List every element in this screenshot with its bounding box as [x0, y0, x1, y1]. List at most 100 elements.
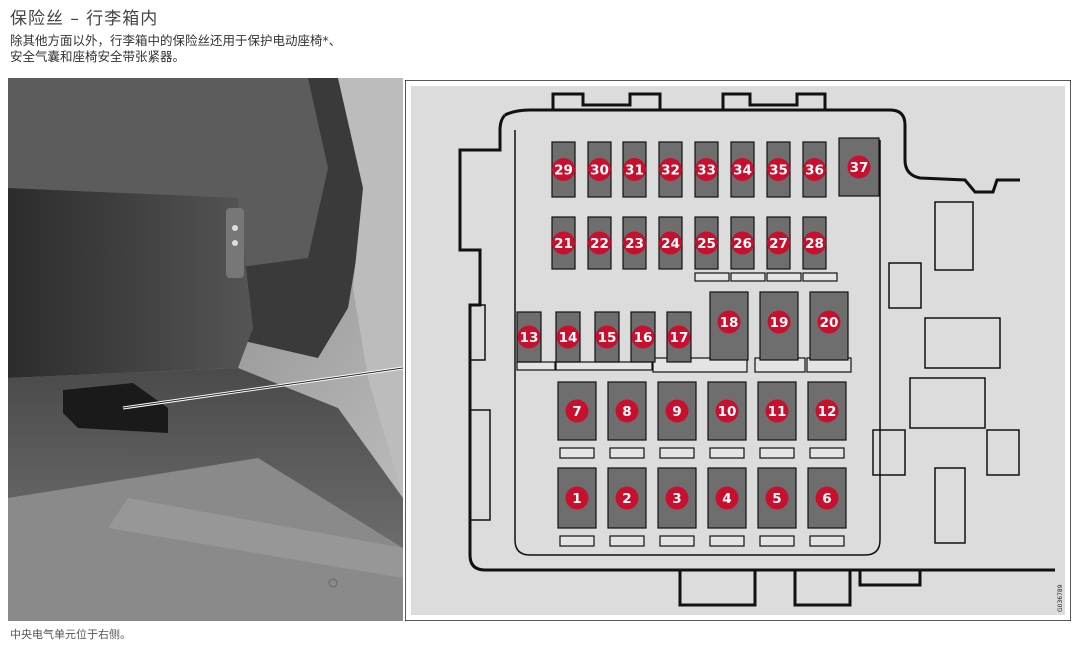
fuse-number: 4	[722, 491, 731, 507]
housing-outline	[458, 113, 1055, 572]
fuse-28: 28	[802, 216, 827, 270]
fuse-number: 8	[622, 404, 631, 420]
spacer	[766, 272, 802, 282]
fuse-12: 12	[807, 381, 847, 441]
fuse-marker	[552, 158, 575, 181]
fuse-marker	[715, 399, 739, 423]
spacer	[759, 535, 795, 547]
left-bracket	[470, 304, 491, 521]
fuse-number: 37	[850, 160, 869, 176]
fuse-18: 18	[709, 291, 749, 361]
spacer	[694, 272, 730, 282]
spacer	[555, 361, 653, 371]
fuse-marker	[717, 310, 741, 334]
fuse-marker	[623, 158, 646, 181]
fuse-marker	[817, 310, 841, 334]
fuse-number: 19	[770, 315, 789, 331]
fuse-19: 19	[759, 291, 799, 361]
fuse-23: 23	[622, 216, 647, 270]
spacer	[759, 447, 795, 459]
fuse-17: 17	[666, 311, 692, 363]
fuse-26: 26	[730, 216, 755, 270]
fuse-number: 30	[590, 163, 609, 179]
spacer	[709, 535, 745, 547]
fuse-number: 34	[733, 163, 752, 179]
fuse-number: 13	[520, 330, 539, 346]
fuse-number: 6	[822, 491, 831, 507]
fuse-number: 32	[661, 163, 680, 179]
fuse-marker	[695, 158, 718, 181]
fuse-marker	[847, 155, 871, 179]
fuse-number: 16	[634, 330, 653, 346]
fuse-number: 3	[672, 491, 681, 507]
fuse-number: 22	[590, 236, 609, 252]
fuse-marker	[715, 486, 739, 510]
fuse-11: 11	[757, 381, 797, 441]
fuse-32: 32	[658, 141, 683, 198]
housing-bottom-tabs	[678, 570, 922, 607]
fuse-number: 10	[718, 404, 737, 420]
housing-inner	[514, 130, 881, 556]
fuse-29: 29	[551, 141, 576, 198]
fuse-21: 21	[551, 216, 576, 270]
fuse-body	[709, 291, 749, 361]
fuse-4: 4	[707, 467, 747, 529]
spacer	[730, 272, 766, 282]
fuse-marker	[731, 231, 754, 255]
fuse-marker	[731, 158, 754, 181]
fuse-20: 20	[809, 291, 849, 361]
fuse-10: 10	[707, 381, 747, 441]
fuse-marker	[595, 325, 619, 349]
fuse-number: 14	[559, 330, 578, 346]
fuse-2: 2	[607, 467, 647, 529]
fuse-31: 31	[622, 141, 647, 198]
spacer	[709, 447, 745, 459]
fuse-marker	[665, 486, 689, 510]
fuse-body	[707, 467, 747, 529]
spacer	[559, 447, 595, 459]
fuse-marker	[815, 486, 839, 510]
spacer	[802, 272, 838, 282]
fuse-marker	[667, 325, 691, 349]
fuse-5: 5	[757, 467, 797, 529]
fuse-number: 36	[805, 163, 824, 179]
fuse-spacers	[516, 272, 852, 547]
fuse-marker	[765, 486, 789, 510]
fuse-number: 17	[670, 330, 689, 346]
fuse-number: 26	[733, 236, 752, 252]
fuse-marker	[659, 158, 682, 181]
fuse-number: 33	[697, 163, 716, 179]
fuse-number: 25	[697, 236, 716, 252]
fuse-number: 5	[772, 491, 781, 507]
fuse-marker	[565, 399, 589, 423]
fuse-24: 24	[658, 216, 683, 270]
fuse-number: 28	[805, 236, 824, 252]
housing-top-tabs	[551, 92, 827, 110]
spacer	[516, 361, 556, 371]
fuse-marker	[665, 399, 689, 423]
page-title: 保险丝 – 行李箱内	[10, 9, 159, 29]
fuse-number: 24	[661, 236, 680, 252]
fuse-marker	[588, 231, 611, 255]
fuse-body	[707, 381, 747, 441]
right-components	[872, 201, 1020, 544]
fuse-marker	[623, 231, 646, 255]
fuse-30: 30	[587, 141, 612, 198]
fuse-marker	[803, 158, 826, 181]
fuse-37: 37	[838, 137, 880, 197]
fuse-number: 20	[820, 315, 839, 331]
fuse-27: 27	[766, 216, 791, 270]
fuse-marker	[695, 231, 718, 255]
fuse-8: 8	[607, 381, 647, 441]
spacer	[659, 535, 695, 547]
fuse-13: 13	[516, 311, 542, 363]
fuse-marker	[659, 231, 682, 255]
fuse-marker	[588, 158, 611, 181]
fuse-number: 11	[768, 404, 787, 420]
fuse-number: 27	[769, 236, 788, 252]
fuse-marker	[765, 399, 789, 423]
trunk-photo	[8, 78, 403, 621]
fuse-number: 23	[625, 236, 644, 252]
